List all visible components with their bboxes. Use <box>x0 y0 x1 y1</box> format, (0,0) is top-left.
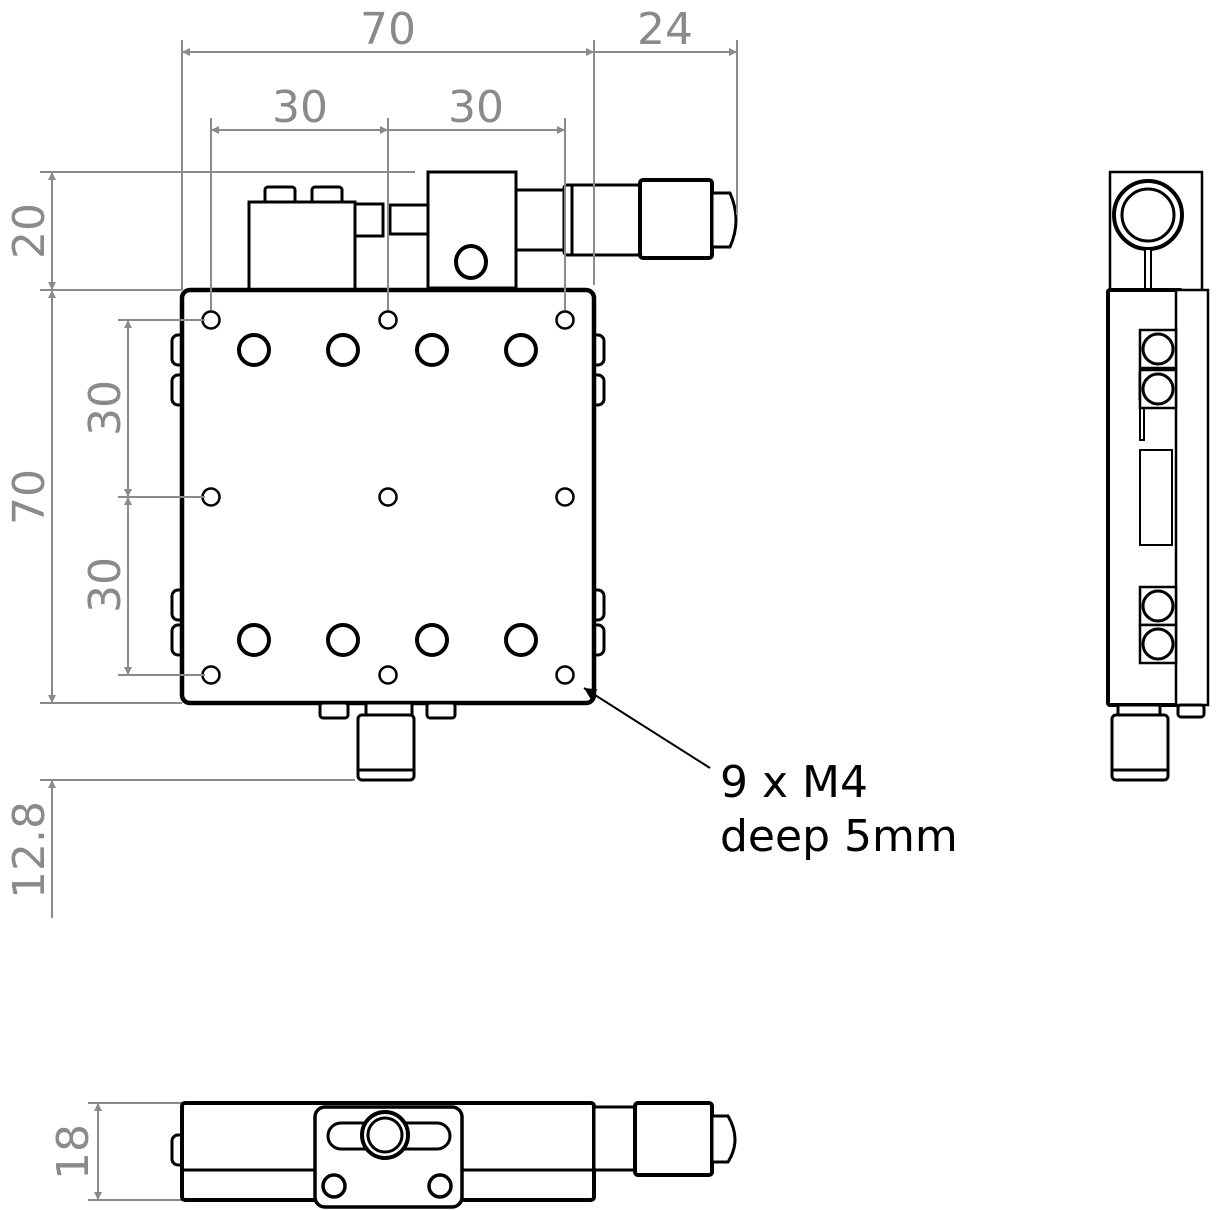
dimension-lines <box>40 40 738 1201</box>
mounting-holes <box>237 333 538 657</box>
dim-bottom-knob: 12.8 <box>4 801 55 899</box>
callout-line-1: 9 x M4 <box>720 757 868 808</box>
bottom-screws <box>318 701 457 782</box>
hole-callout: 9 x M4 deep 5mm <box>583 687 958 862</box>
callout-line-2: deep 5mm <box>720 811 958 862</box>
dimension-labels: 70 24 30 30 20 70 12.8 30 30 18 <box>4 4 693 1180</box>
dim-micrometer-extension: 24 <box>637 4 693 55</box>
dim-width-total: 70 <box>360 4 416 55</box>
dim-hole-spacing-x1: 30 <box>272 82 328 133</box>
top-view <box>170 170 738 782</box>
front-view <box>170 1101 737 1209</box>
micrometer-assembly <box>247 170 738 294</box>
m4-holes <box>201 310 575 685</box>
dim-hole-spacing-y2: 30 <box>80 557 131 613</box>
dim-stage-height: 18 <box>48 1124 99 1180</box>
dim-micrometer-height: 20 <box>4 203 55 259</box>
side-view <box>1106 170 1210 782</box>
dim-hole-spacing-x2: 30 <box>448 82 504 133</box>
dim-hole-spacing-y1: 30 <box>80 380 131 436</box>
dim-length-total: 70 <box>4 469 55 525</box>
